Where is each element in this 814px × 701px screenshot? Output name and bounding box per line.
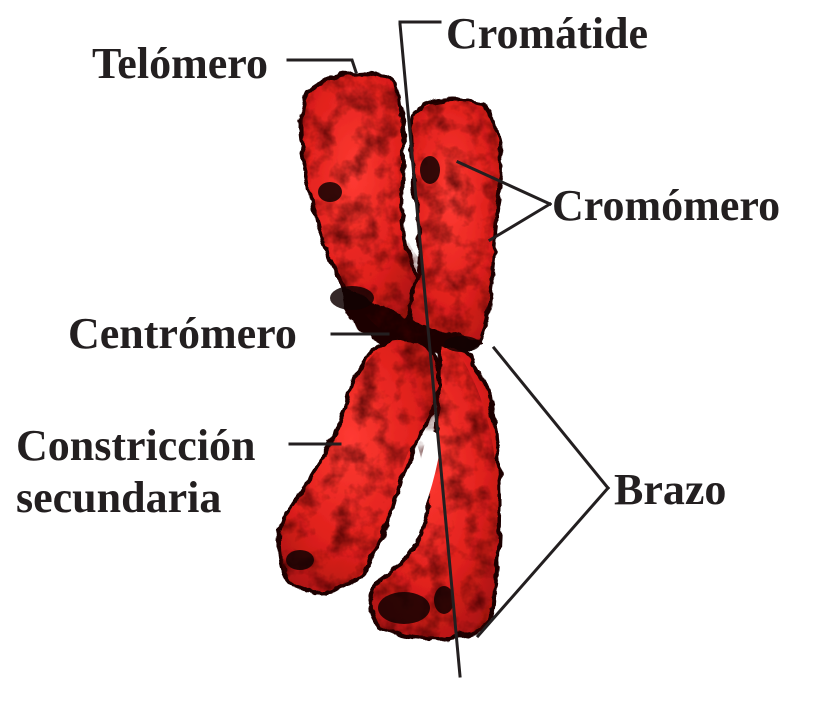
telomero-leader bbox=[288, 60, 356, 72]
constriccion-label-line2: secundaria bbox=[16, 473, 221, 522]
brazo-leader-upper bbox=[494, 348, 608, 488]
cromatide-label: Cromátide bbox=[446, 9, 648, 58]
chromomere-texture bbox=[270, 60, 520, 660]
telomero-label: Telómero bbox=[92, 39, 268, 88]
constriccion-label-line1: Constricción bbox=[16, 421, 256, 470]
centromero-label: Centrómero bbox=[68, 309, 297, 358]
brazo-label: Brazo bbox=[614, 465, 726, 514]
cromomero-label: Cromómero bbox=[552, 181, 780, 230]
